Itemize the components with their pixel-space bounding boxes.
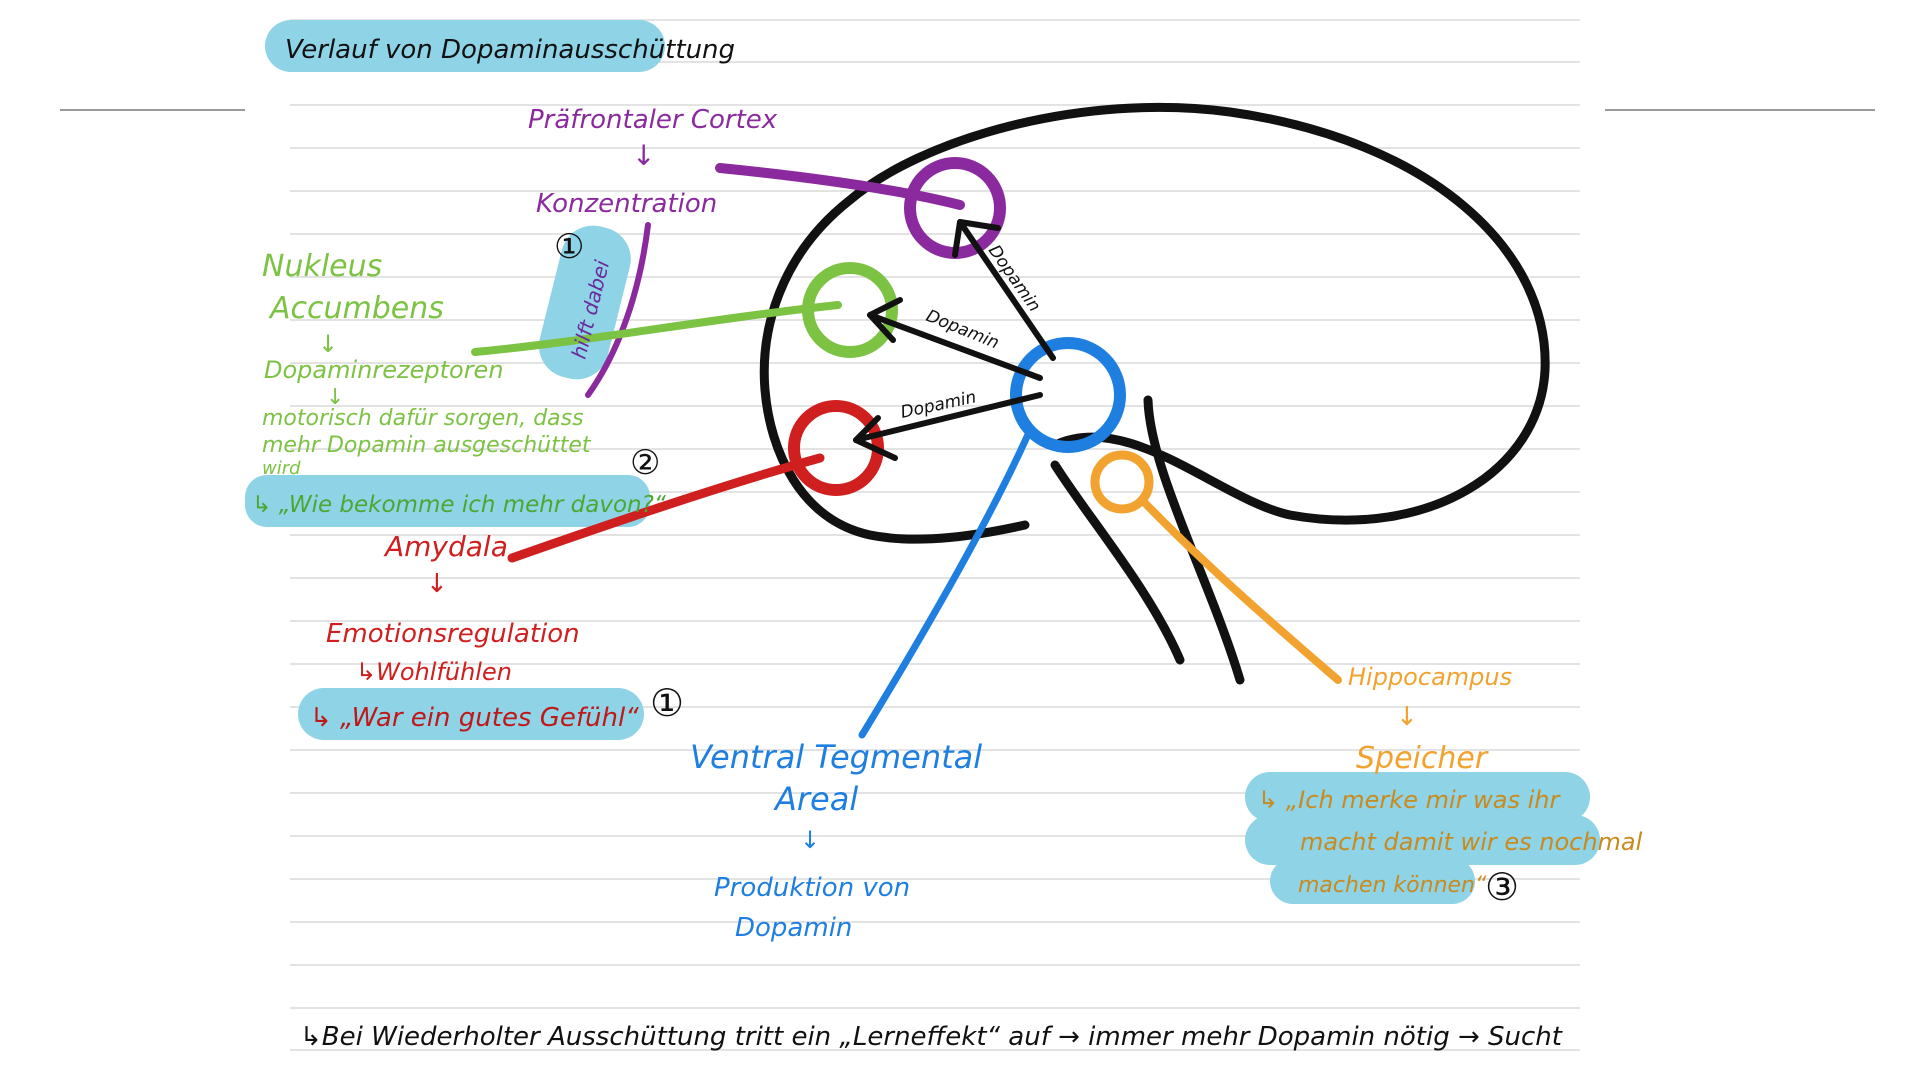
nucleus-receptors: Dopaminrezeptoren	[264, 356, 504, 384]
footer-note: ↳Bei Wiederholter Ausschüttung tritt ein…	[300, 1022, 1563, 1052]
vta-circle	[1010, 337, 1126, 453]
arrow-to-nucleus	[867, 312, 1043, 381]
nucleus-name-line2: Accumbens	[268, 291, 444, 326]
vta-connector	[858, 426, 1034, 739]
hippocampus-name: Hippocampus	[1348, 663, 1512, 691]
arrowhead-amygdala	[853, 415, 898, 461]
hippocampus-arrow: ↓	[1396, 702, 1418, 732]
hippocampus-function: Speicher	[1356, 741, 1489, 776]
arrow-to-amygdala	[853, 392, 1043, 443]
arrowhead-prefrontal	[952, 219, 1001, 258]
nucleus-arrow1: ↓	[318, 330, 338, 358]
hippocampus-number: ③	[1485, 865, 1519, 909]
arrowhead-nucleus	[867, 297, 903, 343]
vta-name-line1: Ventral Tegmental	[690, 738, 982, 776]
page-title: Verlauf von Dopaminausschüttung	[285, 35, 735, 65]
amygdala-quote-highlight	[298, 688, 644, 740]
hippocampus-circle	[1090, 450, 1154, 514]
amygdala-quote: ↳ „War ein gutes Gefühl“	[310, 703, 639, 733]
amygdala-name: Amydala	[383, 530, 508, 563]
prefrontal-helps-line	[585, 222, 651, 398]
nucleus-name-line1: Nukleus	[262, 249, 382, 284]
hippocampus-quote-highlight-3	[1270, 858, 1475, 904]
nucleus-circle	[802, 262, 898, 358]
amygdala-sub: ↳Wohlfühlen	[356, 658, 512, 686]
hippocampus-quote-line1: ↳ „Ich merke mir was ihr	[1258, 786, 1561, 814]
nucleus-desc-line1: motorisch dafür sorgen, dass	[262, 406, 584, 431]
prefrontal-arrow: ↓	[632, 139, 655, 172]
prefrontal-function: Konzentration	[536, 189, 717, 219]
hippocampus-quote-line2: macht damit wir es nochmal	[1300, 828, 1643, 856]
nucleus-desc-line2: mehr Dopamin ausgeschüttet	[262, 433, 592, 458]
prefrontal-number: ①	[554, 227, 584, 267]
prefrontal-name: Präfrontaler Cortex	[528, 105, 778, 135]
amygdala-number: ①	[650, 681, 684, 725]
highlights	[245, 20, 1600, 904]
prefrontal-connector	[715, 163, 965, 210]
vta-function-line2: Dopamin	[735, 913, 852, 943]
vta-arrow: ↓	[800, 826, 820, 854]
nucleus-desc-line3: wird	[262, 458, 301, 479]
arrow-to-prefrontal	[957, 219, 1056, 361]
amygdala-function: Emotionsregulation	[326, 619, 580, 649]
hippocampus-connector	[1138, 496, 1342, 684]
amygdala-arrow: ↓	[426, 569, 448, 599]
hippocampus-quote-highlight-2	[1245, 815, 1600, 865]
hippocampus-quote-highlight-1	[1245, 772, 1590, 822]
brain-stem-right	[1143, 395, 1245, 685]
nucleus-quote: ↳ „Wie bekomme ich mehr davon?“	[252, 492, 666, 518]
amygdala-connector	[507, 453, 825, 563]
vta-function-line1: Produktion von	[714, 873, 910, 903]
nucleus-connector	[471, 301, 842, 356]
nucleus-quote-highlight	[245, 475, 650, 527]
nucleus-arrow2: ↓	[326, 385, 344, 410]
brain-outline	[759, 102, 1550, 544]
vta-name-line2: Areal	[773, 780, 858, 818]
title-highlight	[265, 20, 665, 72]
brain-stem-left	[1050, 460, 1185, 665]
nucleus-number: ②	[630, 443, 660, 483]
dopamine-arrows	[853, 219, 1056, 461]
hippocampus-quote-line3: machen können“	[1298, 873, 1487, 898]
